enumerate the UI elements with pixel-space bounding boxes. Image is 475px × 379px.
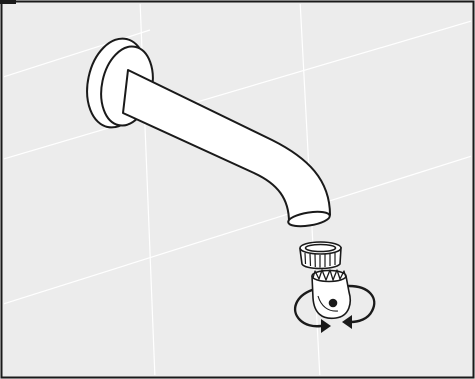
spout-body	[122, 69, 331, 228]
rotate-arrows-icon	[293, 284, 376, 333]
aerator-insert	[299, 241, 342, 270]
frame-corner-mark	[0, 0, 16, 4]
aerator-key-tool	[311, 269, 352, 320]
